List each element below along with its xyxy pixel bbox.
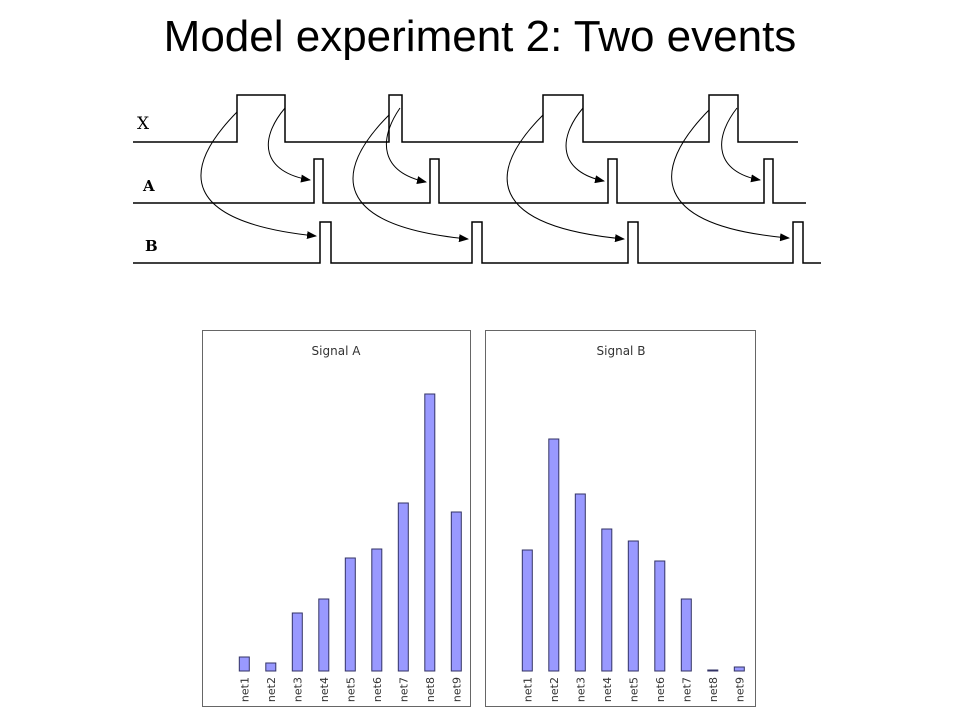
signal-b-tick-label-net7: net7 (680, 677, 693, 702)
signal-a-bar-net3 (291, 612, 303, 672)
chart-signal-a-title: Signal A (312, 344, 362, 358)
signal-b-bar-net8 (707, 669, 719, 672)
arrow-x-to-a-2 (385, 107, 427, 184)
signal-b-tick-label-net8: net8 (707, 677, 720, 702)
signal-a-bar-net8 (424, 393, 436, 672)
chart-signal-a-tick-labels: net1 net2 net3 net4 net5 net6 net7 net8 net9 (238, 677, 463, 702)
arrow-x-to-a-3 (565, 107, 605, 184)
arrow-x-to-b-4 (671, 109, 790, 242)
signal-b-tick-label-net1: net1 (521, 677, 534, 702)
signal-b-tick-label-net5: net5 (627, 677, 640, 702)
chart-signal-b-title: Signal B (597, 344, 646, 358)
arrow-x-to-a-4 (721, 107, 761, 183)
chart-signal-a-bars (238, 393, 462, 672)
signal-b-tick-label-net3: net3 (574, 677, 587, 702)
signal-b-bar-net7 (680, 598, 692, 672)
chart-signal-b-bars (521, 438, 745, 672)
signal-b-bar-net2 (548, 438, 560, 672)
timing-diagram: X A B (133, 94, 821, 264)
signal-a-tick-label-net8: net8 (424, 677, 437, 702)
signal-a-tick-label-net2: net2 (265, 677, 278, 702)
row-label-b: B (145, 237, 158, 255)
chart-signal-b-tick-labels: net1 net2 net3 net4 net5 net6 net7 net8 net9 (521, 677, 746, 702)
arrow-x-to-a-1 (267, 107, 311, 183)
signal-a-tick-label-net1: net1 (238, 677, 251, 702)
signal-b-bar-net1 (521, 549, 533, 672)
signal-b-waveform (133, 221, 821, 264)
signal-b-bar-net5 (627, 540, 639, 672)
signal-a-bar-net9 (450, 511, 462, 672)
signal-b-tick-label-net9: net9 (733, 677, 746, 702)
slide-title: Model experiment 2: Two events (163, 12, 797, 61)
signal-b-tick-label-net2: net2 (548, 677, 561, 702)
signal-a-waveform (133, 158, 806, 204)
signal-b-bar-net3 (574, 493, 586, 672)
signal-a-bar-net5 (344, 557, 356, 672)
signal-a-bar-net7 (397, 502, 409, 672)
signal-a-bar-net4 (318, 598, 330, 672)
signal-x-waveform (133, 94, 798, 143)
signal-a-tick-label-net6: net6 (371, 677, 384, 702)
signal-a-tick-label-net7: net7 (397, 677, 410, 702)
signal-b-tick-label-net6: net6 (654, 677, 667, 702)
signal-a-bar-net6 (371, 548, 383, 672)
signal-a-tick-label-net5: net5 (344, 677, 357, 702)
signal-a-bar-net1 (238, 656, 250, 672)
signal-a-tick-label-net4: net4 (318, 677, 331, 702)
row-label-x: X (137, 114, 150, 134)
signal-b-bar-net9 (733, 666, 745, 672)
row-label-a: A (142, 177, 155, 195)
signal-a-bar-net2 (265, 662, 277, 672)
signal-b-tick-label-net4: net4 (601, 677, 614, 702)
signal-a-tick-label-net3: net3 (291, 677, 304, 702)
arrow-x-to-b-2 (352, 114, 469, 243)
arrow-x-to-b-3 (506, 114, 625, 243)
signal-a-tick-label-net9: net9 (450, 677, 463, 702)
signal-b-bar-net4 (601, 528, 613, 672)
signal-b-bar-net6 (654, 560, 666, 672)
arrow-x-to-b-1 (200, 111, 317, 240)
